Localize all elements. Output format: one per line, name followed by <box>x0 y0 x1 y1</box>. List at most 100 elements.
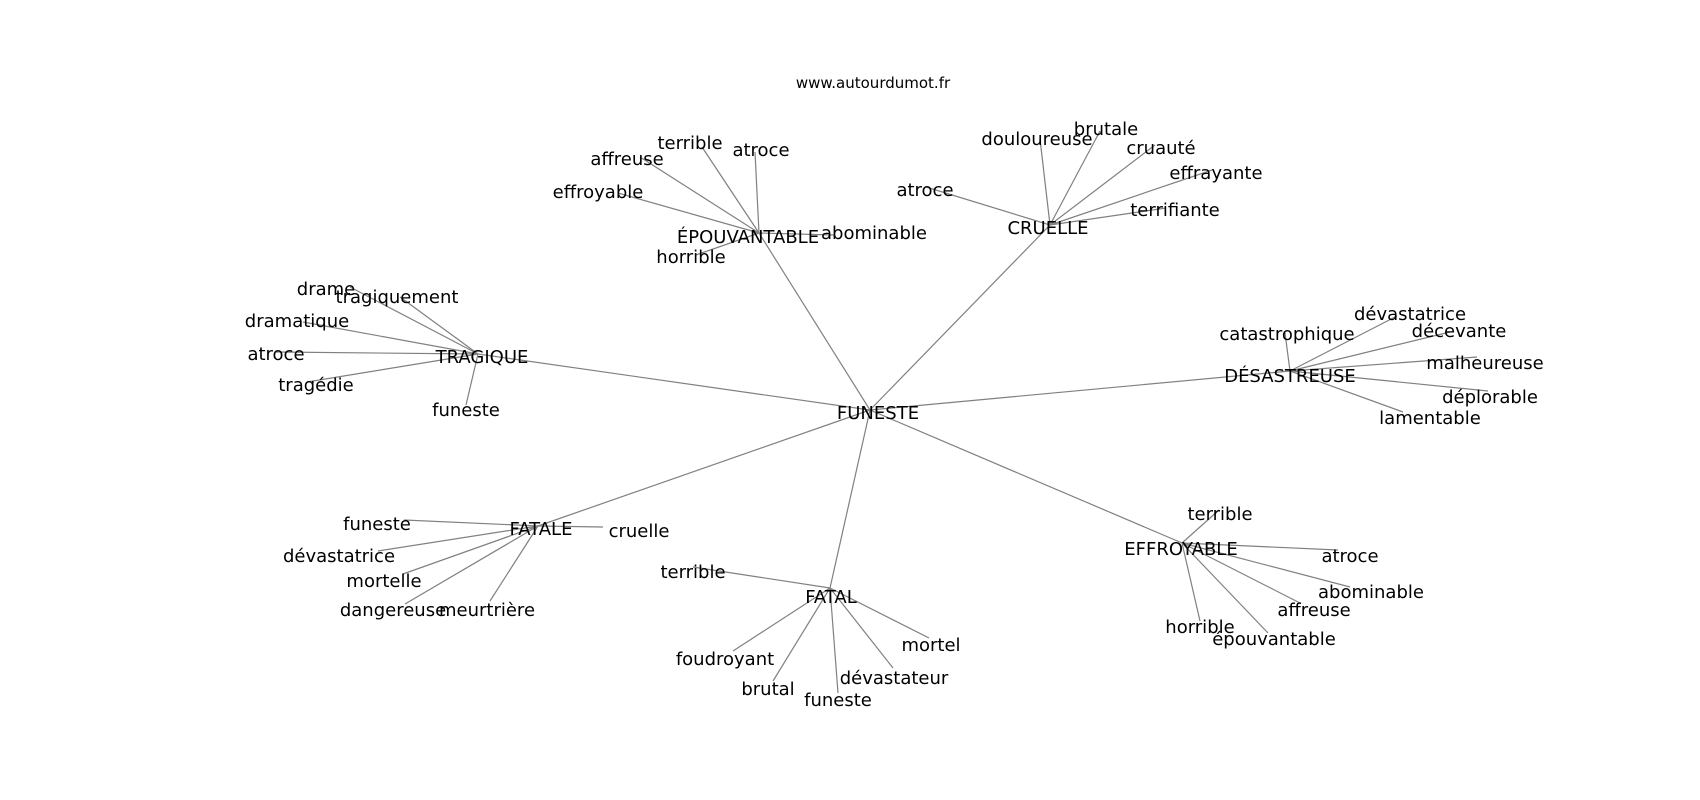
edge-cluster-to-word <box>465 353 479 406</box>
leaf-word[interactable]: terrible <box>657 133 722 154</box>
leaf-word[interactable]: dramatique <box>245 311 349 332</box>
edge-cluster-to-word <box>302 321 479 355</box>
edge-cluster-to-word <box>1181 542 1351 588</box>
leaf-word[interactable]: dangereuse <box>340 600 446 621</box>
edge-cluster-to-word <box>639 156 760 234</box>
cluster-node[interactable]: CRUELLE <box>1007 218 1088 239</box>
edge-cluster-to-word <box>732 587 831 652</box>
leaf-word[interactable]: atroce <box>1321 546 1378 567</box>
edge-cluster-to-word <box>1289 315 1398 372</box>
leaf-word[interactable]: affreuse <box>1277 600 1350 621</box>
edge-cluster-to-word <box>772 587 831 682</box>
edge-cluster-to-word <box>1049 207 1167 226</box>
leaf-word[interactable]: dévastatrice <box>283 546 395 567</box>
leaf-word[interactable]: atroce <box>247 344 304 365</box>
edge-center-to-cluster <box>829 409 871 589</box>
source-url: www.autourdumot.fr <box>796 74 951 92</box>
edge-center-to-cluster <box>758 232 871 411</box>
leaf-word[interactable]: effrayante <box>1169 163 1262 184</box>
edge-cluster-to-word <box>537 525 604 528</box>
edge-cluster-to-word <box>1289 370 1489 392</box>
edge-cluster-to-word <box>349 286 479 355</box>
leaf-word[interactable]: foudroyant <box>676 649 774 670</box>
edge-cluster-to-word <box>275 351 479 355</box>
leaf-word[interactable]: atroce <box>896 180 953 201</box>
leaf-word[interactable]: lamentable <box>1379 408 1481 429</box>
cluster-node[interactable]: TRAGIQUE <box>435 347 529 368</box>
edge-center-to-cluster <box>537 409 871 527</box>
leaf-word[interactable]: funeste <box>343 514 411 535</box>
edge-cluster-to-word <box>758 232 835 236</box>
leaf-word[interactable]: tragédie <box>278 375 354 396</box>
edge-cluster-to-word <box>829 587 894 669</box>
edge-cluster-to-word <box>404 525 539 605</box>
cluster-node[interactable]: FATALE <box>510 519 573 540</box>
leaf-word[interactable]: brutal <box>741 679 794 700</box>
leaf-word[interactable]: malheureuse <box>1426 353 1543 374</box>
leaf-word[interactable]: effroyable <box>553 182 644 203</box>
cluster-node[interactable]: EFFROYABLE <box>1124 539 1237 560</box>
leaf-word[interactable]: mortel <box>901 635 960 656</box>
edge-cluster-to-word <box>829 587 930 639</box>
leaf-word[interactable]: dévastateur <box>840 668 949 689</box>
leaf-word[interactable]: funeste <box>804 690 872 711</box>
edge-cluster-to-word <box>377 525 539 552</box>
edge-cluster-to-word <box>1289 356 1478 372</box>
edge-cluster-to-word <box>754 151 760 234</box>
edge-cluster-to-word <box>1289 370 1404 413</box>
leaf-word[interactable]: tragiquement <box>336 287 459 308</box>
leaf-word[interactable]: cruauté <box>1126 138 1195 159</box>
cluster-node[interactable]: DÉSASTREUSE <box>1224 365 1356 387</box>
leaf-word[interactable]: atroce <box>732 140 789 161</box>
edge-center-to-cluster <box>869 370 1291 411</box>
leaf-word[interactable]: horrible <box>1165 617 1234 638</box>
leaf-word[interactable]: meurtrière <box>439 600 535 621</box>
edge-cluster-to-word <box>1049 130 1101 226</box>
edge-cluster-to-word <box>1049 144 1156 226</box>
leaf-word[interactable]: épouvantable <box>1212 629 1336 650</box>
center-node[interactable]: FUNESTE <box>837 403 919 424</box>
leaf-word[interactable]: drame <box>297 279 355 300</box>
leaf-word[interactable]: terrible <box>1187 504 1252 525</box>
edge-cluster-to-word <box>399 296 479 355</box>
edge-cluster-to-word <box>1181 542 1339 551</box>
leaf-word[interactable]: douloureuse <box>981 129 1092 150</box>
cluster-node[interactable]: ÉPOUVANTABLE <box>677 226 819 248</box>
edge-cluster-to-word <box>829 587 839 694</box>
edge-cluster-to-word <box>1181 542 1301 604</box>
edge-center-to-cluster <box>869 224 1051 411</box>
edge-cluster-to-word <box>925 186 1051 226</box>
leaf-word[interactable]: horrible <box>656 247 725 268</box>
leaf-word[interactable]: funeste <box>432 400 500 421</box>
cluster-node[interactable]: FATAL <box>805 587 857 608</box>
leaf-word[interactable]: décevante <box>1412 321 1507 342</box>
leaf-word[interactable]: dévastatrice <box>1354 304 1466 325</box>
leaf-word[interactable]: affreuse <box>590 149 663 170</box>
edge-cluster-to-word <box>306 353 479 383</box>
edge-cluster-to-word <box>403 519 539 527</box>
leaf-word[interactable]: terrible <box>660 562 725 583</box>
edge-cluster-to-word <box>701 146 760 234</box>
leaf-word[interactable]: abominable <box>1318 582 1424 603</box>
edge-cluster-to-word <box>1049 169 1213 226</box>
leaf-word[interactable]: abominable <box>821 223 927 244</box>
leaf-word[interactable]: brutale <box>1074 119 1138 140</box>
leaf-word[interactable]: terrifiante <box>1130 200 1220 221</box>
leaf-word[interactable]: déplorable <box>1442 387 1538 408</box>
edge-cluster-to-word <box>1181 542 1269 634</box>
edge-cluster-to-word <box>617 192 760 234</box>
edge-cluster-to-word <box>1181 509 1220 544</box>
edge-cluster-to-word <box>695 232 760 256</box>
graph-edges <box>275 130 1489 694</box>
edge-cluster-to-word <box>402 525 539 575</box>
edge-cluster-to-word <box>489 525 539 602</box>
leaf-word[interactable]: mortelle <box>346 571 421 592</box>
edge-cluster-to-word <box>1181 542 1201 622</box>
edge-center-to-cluster <box>477 353 871 411</box>
edge-cluster-to-word <box>692 566 831 589</box>
leaf-word[interactable]: cruelle <box>609 521 670 542</box>
edge-cluster-to-word <box>1039 138 1051 226</box>
edge-cluster-to-word <box>1289 331 1451 372</box>
leaf-word[interactable]: catastrophique <box>1219 324 1354 345</box>
